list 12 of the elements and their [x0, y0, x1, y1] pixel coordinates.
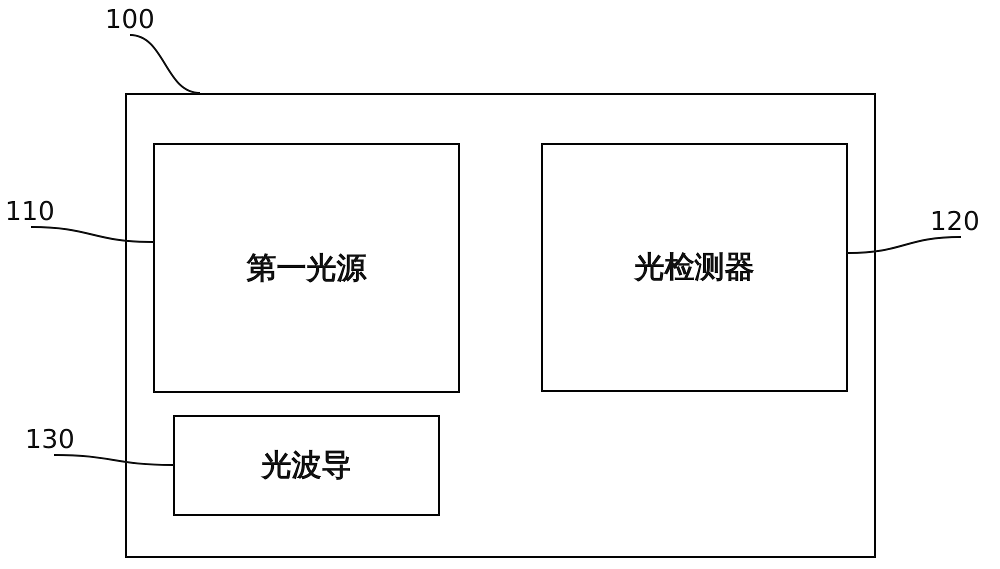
- leader-line: [30, 226, 154, 243]
- leader-line: [130, 34, 200, 94]
- component-box: 光波导: [173, 415, 440, 516]
- callout-number: 120: [930, 207, 992, 237]
- leader-line: [54, 454, 174, 466]
- component-box: 第一光源: [153, 143, 460, 393]
- leader-line: [848, 236, 962, 254]
- device-box: [125, 93, 876, 558]
- callout-number: 100: [105, 5, 155, 35]
- callout-number: 130: [25, 425, 83, 455]
- callout-number: 110: [5, 197, 57, 227]
- component-box: 光检测器: [541, 143, 848, 392]
